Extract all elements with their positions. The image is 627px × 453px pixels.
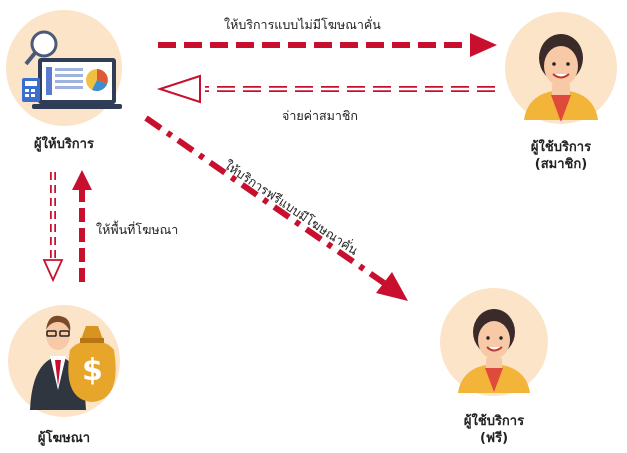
arrow-free-with-ads — [144, 115, 408, 301]
laptop-dashboard-icon — [22, 30, 122, 109]
woman-avatar-icon — [524, 34, 598, 122]
advertiser-label: ผู้โฆษณา — [37, 431, 91, 446]
arrow-label-service-no-ads: ให้บริการแบบไม่มีโฆษณาคั่น — [224, 17, 381, 32]
businessman-money-bag-icon — [30, 315, 116, 410]
arrow-membership-fee — [156, 74, 495, 104]
arrow-label-membership-fee: จ่ายค่าสมาชิก — [282, 108, 358, 123]
member-label-line2: (สมาชิก) — [534, 157, 588, 172]
arrow-ad-space-down — [42, 172, 64, 283]
free-user-label-line1: ผู้ใช้บริการ — [463, 414, 525, 429]
arrow-ad-space-up — [72, 170, 92, 282]
member-label-line1: ผู้ใช้บริการ — [530, 140, 592, 155]
free-user-label-line2: (ฟรี) — [479, 431, 509, 446]
arrow-label-ad-space: ให้พื้นที่โฆษณา — [96, 222, 179, 237]
provider-label: ผู้ให้บริการ — [34, 137, 94, 152]
dollar-sign-icon: $ — [82, 353, 103, 388]
arrow-service-no-ads — [158, 33, 497, 57]
